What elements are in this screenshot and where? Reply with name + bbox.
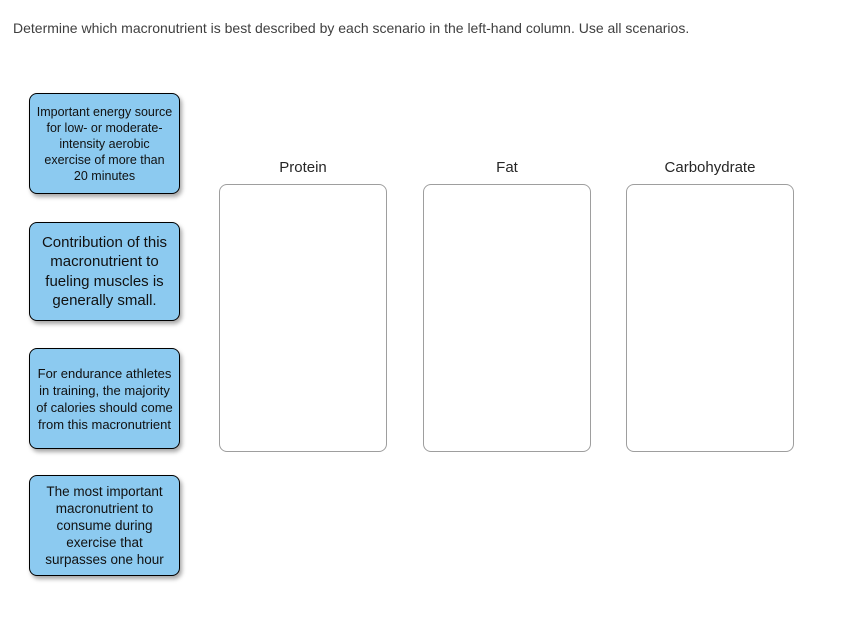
category-label-fat: Fat xyxy=(496,159,518,176)
scenario-card-label: Contribution of this macronutrient to fu… xyxy=(41,233,168,310)
dropzone-protein-target[interactable] xyxy=(219,184,387,452)
instruction-text: Determine which macronutrient is best de… xyxy=(13,20,690,36)
scenario-card-label: The most important macronutrient to cons… xyxy=(45,484,164,567)
dropzone-carbohydrate: Carbohydrate xyxy=(626,158,794,454)
scenario-card-energy-source[interactable]: Important energy source for low- or mode… xyxy=(29,93,180,194)
scenario-card-during-exercise[interactable]: The most important macronutrient to cons… xyxy=(29,475,180,576)
scenario-card-endurance-athletes[interactable]: For endurance athletes in training, the … xyxy=(29,348,180,449)
scenario-card-label: For endurance athletes in training, the … xyxy=(36,365,173,432)
dropzone-fat-target[interactable] xyxy=(423,184,591,452)
scenario-card-small-contribution[interactable]: Contribution of this macronutrient to fu… xyxy=(29,222,180,321)
dropzone-carbohydrate-target[interactable] xyxy=(626,184,794,452)
dropzone-protein: Protein xyxy=(219,158,387,454)
scenario-card-label: Important energy source for low- or mode… xyxy=(36,104,173,183)
dropzone-fat: Fat xyxy=(423,158,591,454)
category-label-protein: Protein xyxy=(279,159,327,176)
category-label-carbohydrate: Carbohydrate xyxy=(664,159,756,176)
